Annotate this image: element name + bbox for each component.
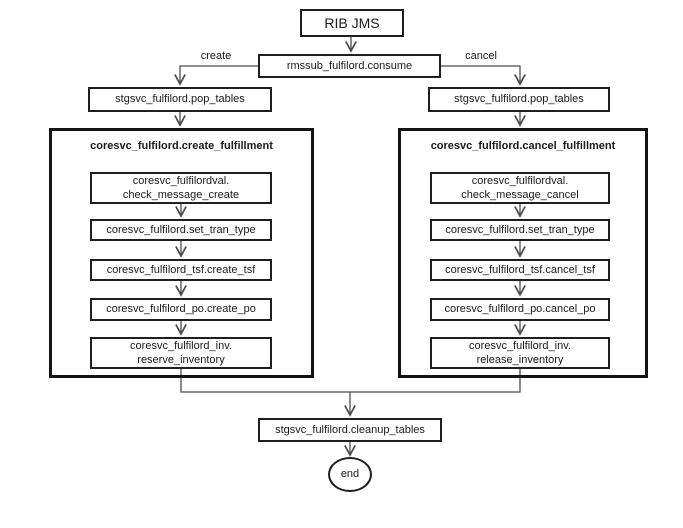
node-pop-tables-create-label: stgsvc_fulfilord.pop_tables [115,93,245,106]
step-label: coresvc_fulfilord_po.cancel_po [444,303,596,316]
step-set-tran-type-cancel: coresvc_fulfilord.set_tran_type [430,219,610,241]
step-label: coresvc_fulfilord_inv. [469,339,571,352]
step-release-inventory: coresvc_fulfilord_inv. release_inventory [430,337,610,369]
node-pop-tables-cancel-label: stgsvc_fulfilord.pop_tables [454,93,584,106]
step-label: coresvc_fulfilordval. [132,174,230,187]
step-label: coresvc_fulfilord_inv. [130,339,232,352]
branch-label-cancel: cancel [465,50,497,62]
node-cleanup-tables-label: stgsvc_fulfilord.cleanup_tables [275,423,425,436]
step-check-message-create: coresvc_fulfilordval. check_message_crea… [90,172,272,204]
container-cancel-fulfillment: coresvc_fulfilord.cancel_fulfillment [398,128,648,378]
node-rmssub-consume-label: rmssub_fulfilord.consume [286,59,413,72]
step-check-message-cancel: coresvc_fulfilordval. check_message_canc… [430,172,610,204]
step-label: release_inventory [476,354,564,366]
container-create-fulfillment-title: coresvc_fulfilord.create_fulfillment [90,140,273,152]
node-pop-tables-create: stgsvc_fulfilord.pop_tables [88,87,272,112]
step-label: coresvc_fulfilordval. [471,174,569,187]
step-reserve-inventory: coresvc_fulfilord_inv. reserve_inventory [90,337,272,369]
node-rib-jms: RIB JMS [300,9,404,37]
step-label: coresvc_fulfilord_po.create_po [106,303,256,316]
step-create-po: coresvc_fulfilord_po.create_po [90,298,272,321]
container-cancel-fulfillment-title: coresvc_fulfilord.cancel_fulfillment [430,140,616,152]
step-label: check_message_create [122,189,240,201]
step-label: coresvc_fulfilord.set_tran_type [445,223,595,236]
step-cancel-po: coresvc_fulfilord_po.cancel_po [430,298,610,321]
step-create-tsf: coresvc_fulfilord_tsf.create_tsf [90,259,272,281]
node-rmssub-consume: rmssub_fulfilord.consume [258,54,441,78]
node-rib-jms-label: RIB JMS [324,14,380,31]
step-label: reserve_inventory [137,354,225,366]
step-label: coresvc_fulfilord_tsf.create_tsf [106,263,256,276]
step-label: check_message_cancel [461,189,579,201]
step-label: coresvc_fulfilord_tsf.cancel_tsf [445,263,595,276]
node-end: end [328,457,372,492]
node-cleanup-tables: stgsvc_fulfilord.cleanup_tables [258,418,442,442]
node-pop-tables-cancel: stgsvc_fulfilord.pop_tables [428,87,610,112]
node-end-label: end [340,468,360,481]
branch-label-create: create [200,50,232,62]
step-label: coresvc_fulfilord.set_tran_type [106,223,256,236]
container-create-fulfillment: coresvc_fulfilord.create_fulfillment [49,128,314,378]
step-cancel-tsf: coresvc_fulfilord_tsf.cancel_tsf [430,259,610,281]
step-set-tran-type-create: coresvc_fulfilord.set_tran_type [90,219,272,241]
